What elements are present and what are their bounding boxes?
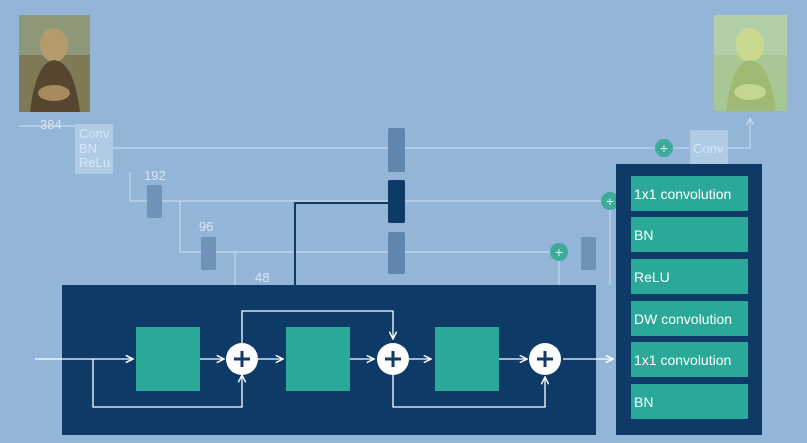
plus-icon xyxy=(385,351,401,367)
bn-label: BN xyxy=(79,141,97,156)
layer-relu: ReLU xyxy=(631,259,748,294)
faint-add-node-top: + xyxy=(655,139,673,157)
size-label-384: 384 xyxy=(40,117,62,132)
center-block-top xyxy=(388,128,405,172)
layer-dw-conv: DW convolution xyxy=(631,301,748,336)
layer-1x1-conv-first: 1x1 convolution xyxy=(631,176,748,211)
center-block-highlighted xyxy=(388,180,405,223)
residual-flow-lines xyxy=(35,310,613,408)
block-layers-panel: 1x1 convolution BN ReLU DW convolution 1… xyxy=(616,164,762,435)
feature-block-96 xyxy=(201,237,216,270)
add-node-3 xyxy=(529,343,561,375)
faint-add-node-mid: + xyxy=(601,192,619,210)
size-label-96: 96 xyxy=(199,219,213,234)
conv-label: Conv xyxy=(79,126,110,141)
conv-bn-relu-block xyxy=(75,124,113,174)
size-label-192: 192 xyxy=(144,168,166,183)
plus-icon xyxy=(537,351,553,367)
faint-add-node-low: + xyxy=(550,243,568,261)
output-conv-block xyxy=(690,130,728,166)
relu-label: ReLu xyxy=(79,155,110,170)
zoom-connector-line xyxy=(294,202,388,285)
decoder-block xyxy=(581,237,596,270)
layer-1x1-conv-second: 1x1 convolution xyxy=(631,342,748,377)
add-node-2 xyxy=(377,343,409,375)
layer-bn-first: BN xyxy=(631,217,748,252)
residual-conv-block-2 xyxy=(286,327,350,391)
size-label-48: 48 xyxy=(255,270,269,285)
svg-text:+: + xyxy=(660,140,668,156)
residual-conv-block-1 xyxy=(136,327,200,391)
output-conv-label: Conv xyxy=(693,141,724,156)
feature-block-192 xyxy=(147,185,162,218)
svg-text:+: + xyxy=(555,244,563,260)
add-node-1 xyxy=(226,343,258,375)
center-block-bottom xyxy=(388,232,405,274)
layer-bn-second: BN xyxy=(631,384,748,419)
svg-text:+: + xyxy=(606,193,614,209)
residual-conv-block-3 xyxy=(435,327,499,391)
plus-icon xyxy=(234,351,250,367)
input-image-thumbnail xyxy=(19,15,90,112)
output-image-thumbnail xyxy=(714,15,787,111)
